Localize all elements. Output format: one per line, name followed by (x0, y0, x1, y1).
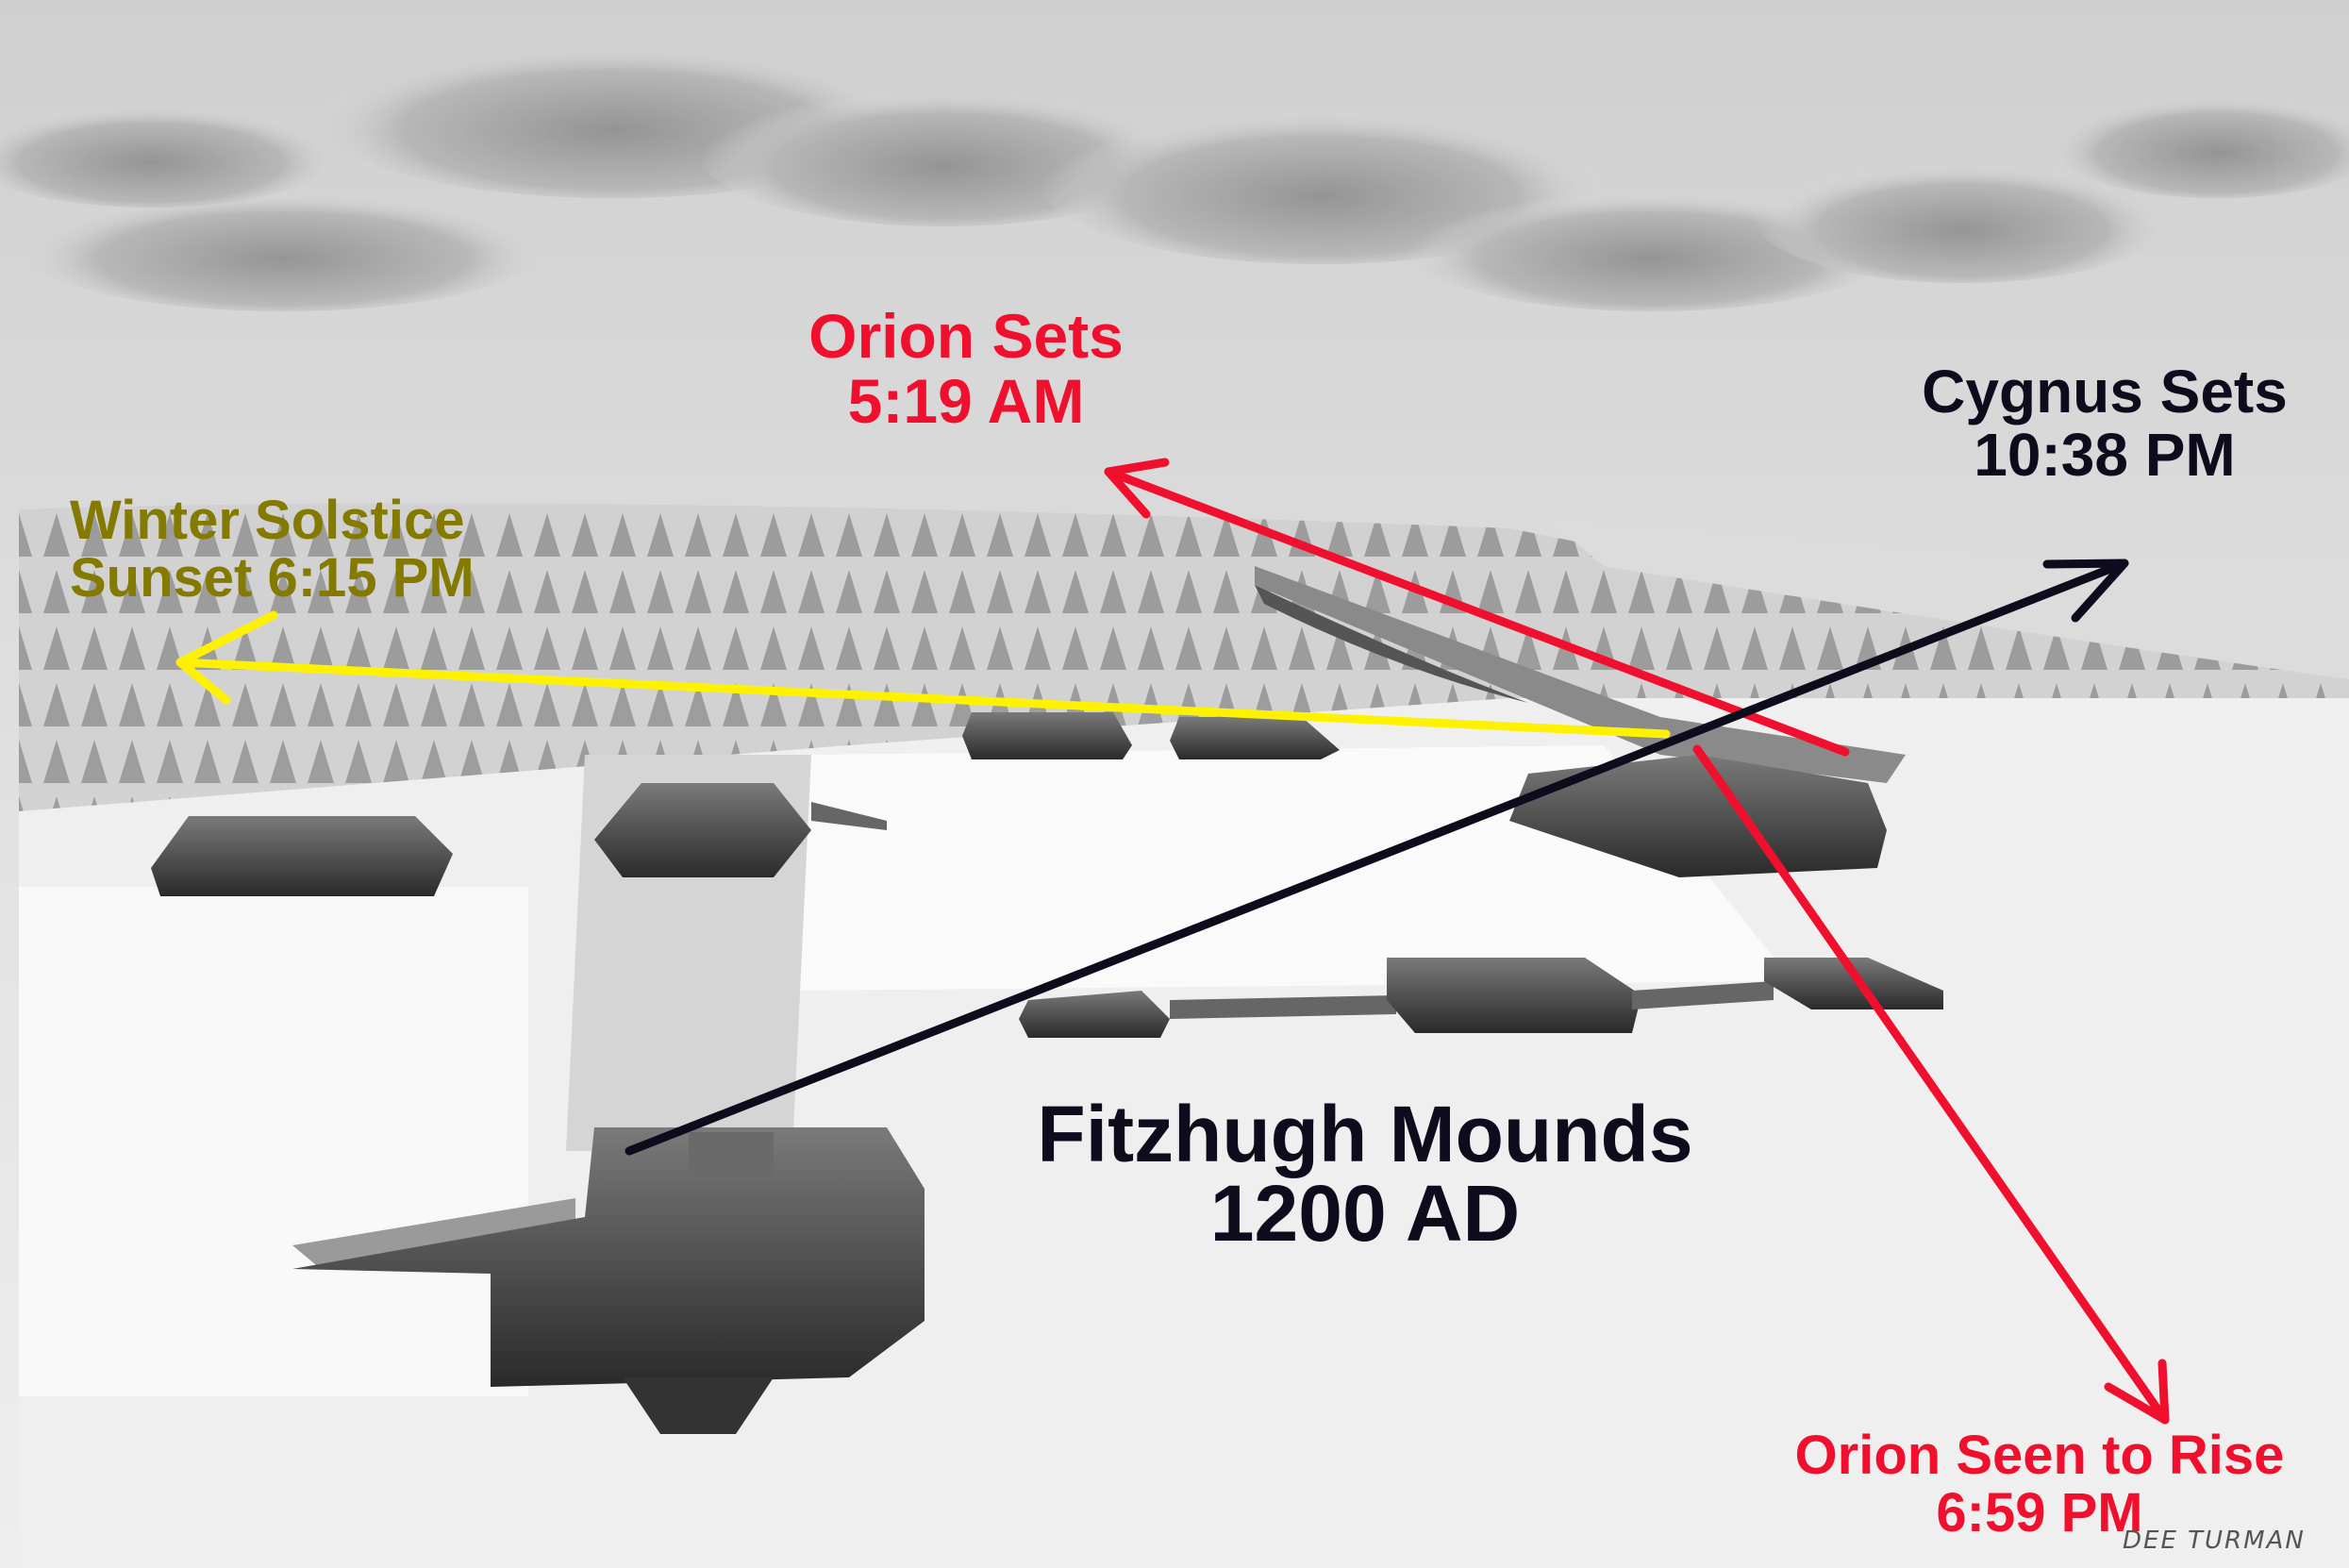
winter-solstice-time: Sunset 6:15 PM (70, 546, 475, 609)
clouds (0, 28, 2349, 311)
solstice-sunset-arrow (175, 610, 1671, 739)
cygnus-sets-label: Cygnus Sets 10:38 PM (1922, 358, 2288, 490)
artist-signature: DEE TURMAN (2123, 1526, 2306, 1555)
orion-sets-title: Orion Sets (808, 301, 1124, 371)
orion-rise-arrow (1692, 744, 2170, 1425)
cygnus-sets-arrow (625, 559, 2129, 1156)
winter-solstice-title: Winter Solstice (70, 490, 465, 551)
winter-solstice-label: Winter Solstice Sunset 6:15 PM (70, 492, 475, 608)
orion-rise-time: 6:59 PM (1936, 1481, 2143, 1543)
plaza-left (19, 887, 528, 1396)
direction-arrows (175, 458, 2170, 1425)
orion-rise-title: Orion Seen to Rise (1794, 1425, 2285, 1486)
orion-sets-arrow (1104, 458, 1850, 757)
orion-sets-label: Orion Sets 5:19 AM (808, 301, 1124, 437)
cygnus-sets-title: Cygnus Sets (1922, 358, 2288, 425)
title-date: 1200 AD (1209, 1169, 1521, 1258)
drawing-title: Fitzhugh Mounds 1200 AD (1037, 1094, 1692, 1253)
orion-sets-time: 5:19 AM (847, 366, 1085, 437)
cygnus-sets-time: 10:38 PM (1974, 421, 2236, 490)
orion-rise-label: Orion Seen to Rise 6:59 PM (1794, 1425, 2285, 1543)
river (1547, 519, 2349, 679)
mounds (151, 566, 1943, 1434)
title-name: Fitzhugh Mounds (1037, 1090, 1693, 1178)
